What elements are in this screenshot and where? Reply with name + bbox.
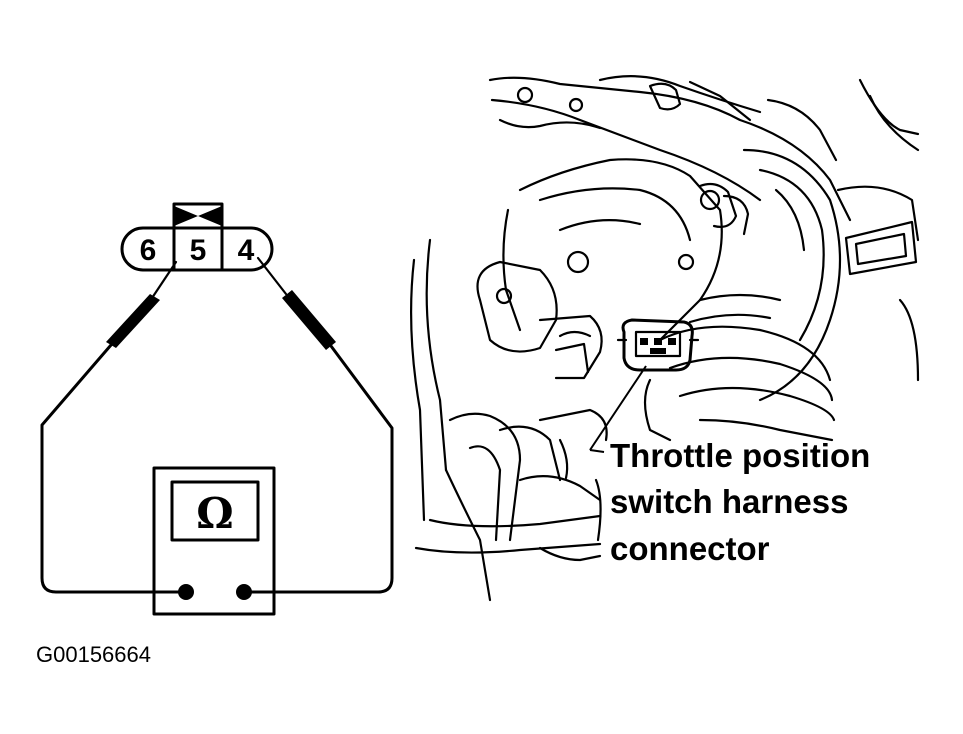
callout-label: Throttle position switch harness connect… xyxy=(610,437,870,567)
meter-terminal-right xyxy=(236,584,252,600)
probe-handle xyxy=(106,294,160,348)
callout-line-2: switch harness xyxy=(610,483,848,520)
ohmmeter: Ω xyxy=(152,466,276,616)
connector-face: 6 5 4 xyxy=(120,202,274,272)
ohmmeter-test-circuit: 6 5 4 Ω xyxy=(40,202,394,616)
probe-lead-right xyxy=(242,256,394,594)
ohm-symbol: Ω xyxy=(196,489,233,538)
throttle-body-illustration xyxy=(410,75,920,602)
meter-terminal-left xyxy=(178,584,194,600)
pin-label-5: 5 xyxy=(190,234,207,267)
callout-line-1: Throttle position xyxy=(610,437,870,474)
meter-display xyxy=(170,480,260,542)
lock-tab-marker-icon xyxy=(174,206,222,226)
callout-line-3: connector xyxy=(610,530,770,567)
callout-leader-line xyxy=(589,365,647,451)
pin-label-4: 4 xyxy=(238,234,255,267)
figure-id: G00156664 xyxy=(36,642,151,667)
probe-tip xyxy=(150,260,178,300)
probe-handle xyxy=(282,290,336,350)
test-lead-wire xyxy=(40,343,188,594)
pin-label-6: 6 xyxy=(140,234,157,267)
test-lead-wire xyxy=(242,344,394,594)
meter-body xyxy=(152,466,276,616)
harness-connector-icon xyxy=(616,318,700,372)
probe-tip xyxy=(256,256,288,296)
probe-lead-left xyxy=(40,260,188,594)
